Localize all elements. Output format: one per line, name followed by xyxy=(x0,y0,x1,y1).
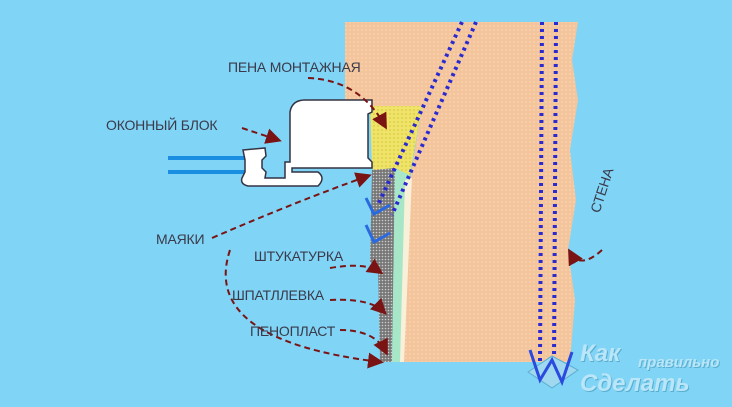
label-beacons: МАЯКИ xyxy=(156,231,205,247)
logo-text-1: Как xyxy=(580,340,621,367)
logo-text-3: Сделать xyxy=(580,370,690,397)
label-polystyrene: ПЕНОПЛАСТ xyxy=(250,323,336,339)
polystyrene-layer xyxy=(400,178,412,362)
beacon-marks xyxy=(364,197,391,245)
label-plaster: ШТУКАТУРКА xyxy=(254,248,343,264)
window-frame xyxy=(240,99,373,187)
guide-lines xyxy=(376,21,558,363)
logo-text-2: правильно xyxy=(638,354,720,371)
label-window-block: ОКОННЫЙ БЛОК xyxy=(106,117,218,133)
callout-arrows xyxy=(211,77,603,369)
label-putty: ШПАТЛЛЕВКА xyxy=(232,287,324,303)
wall xyxy=(345,22,578,362)
plaster-layer xyxy=(370,168,395,362)
logo-icon xyxy=(527,349,579,389)
glazing xyxy=(168,156,250,174)
label-foam: ПЕНА МОНТАЖНАЯ xyxy=(228,59,361,75)
